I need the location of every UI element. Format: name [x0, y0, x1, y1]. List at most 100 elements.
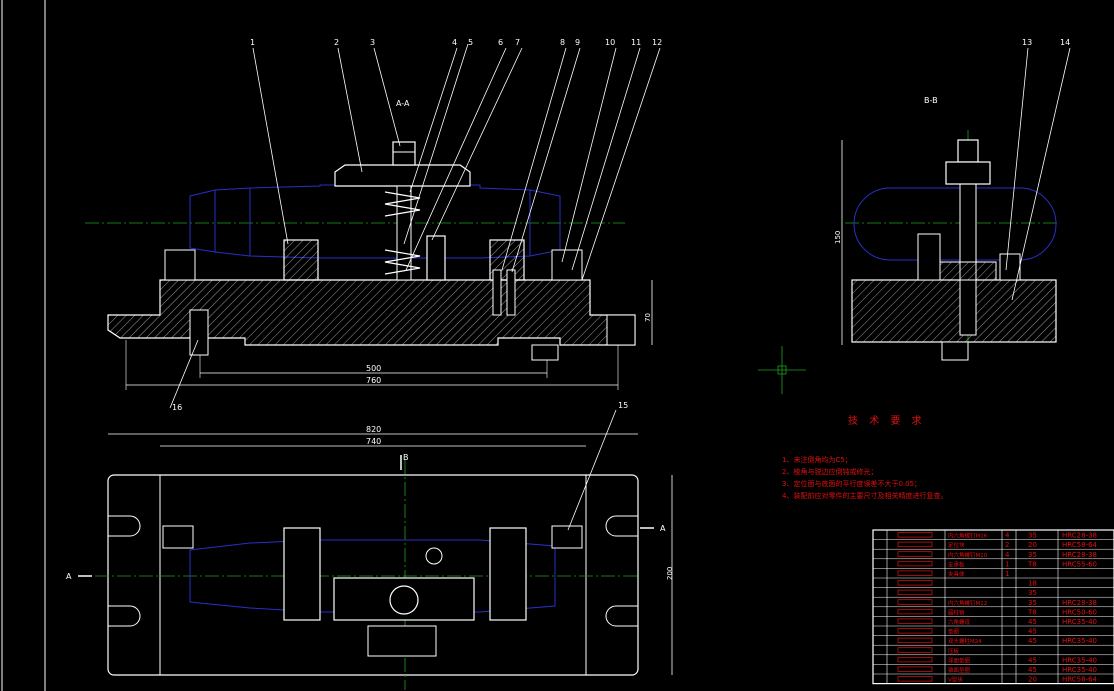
bom-material: 20 [1028, 676, 1037, 684]
v-block-bb [939, 261, 997, 281]
bom-name: 内六角螺钉M10 [948, 551, 988, 559]
balloon-13: 13 [1022, 38, 1032, 47]
screw-bottom-aa [189, 309, 209, 356]
leader-13 [1005, 47, 1029, 271]
bom-hardness: HRC35-40 [1062, 666, 1097, 674]
bom-qty: 1 [1005, 560, 1009, 568]
bom-name: 定位块 [948, 541, 965, 549]
bom-part-symbol [897, 541, 933, 548]
bom-material: T8 [1027, 608, 1037, 616]
bom-hardness: HRC28-38 [1062, 551, 1097, 559]
bom-part-symbol [897, 676, 933, 682]
bom-name: 双头螺柱M24 [948, 637, 982, 645]
bom-part-symbol [897, 570, 933, 576]
balloon-11: 11 [631, 38, 641, 47]
dim-200: 200 [666, 567, 674, 580]
balloon-12: 12 [652, 38, 662, 47]
stud-aa [396, 185, 412, 281]
bom-part-symbol [897, 666, 933, 672]
bom-hardness: HRC35-40 [1062, 637, 1097, 645]
bom-material: 35 [1028, 551, 1037, 559]
u-slot-tr [605, 515, 638, 537]
u-slot-br [605, 605, 638, 627]
bom-name: 压板 [948, 647, 960, 655]
dim-740: 740 [366, 437, 381, 446]
spring-aa [384, 191, 421, 275]
workpiece-bb [853, 187, 1057, 261]
dim-500: 500 [366, 364, 381, 373]
bom-qty: 1 [1005, 570, 1009, 578]
bom-hardness: HRC58-64 [1062, 541, 1098, 549]
bom-material: 35 [1028, 599, 1037, 607]
balloon-5: 5 [468, 38, 473, 47]
tech-note-2: 2、棱角与锐边应倒钝或修光； [782, 468, 878, 476]
stud-bb [959, 159, 977, 336]
balloon-15: 15 [618, 401, 628, 410]
nut-bb [957, 139, 979, 163]
bom-hardness: HRC58-64 [1062, 676, 1098, 684]
end-stop-right-aa [551, 249, 583, 281]
balloon-2: 2 [334, 38, 339, 47]
v-block-right-plan [489, 527, 527, 621]
tech-note-1: 1、未注倒角均为C5； [782, 456, 852, 464]
v-block-left-aa [283, 239, 319, 281]
dim-70: 70 [644, 313, 652, 322]
tech-note-4: 4、装配前应对零件的主要尺寸及相关精度进行复查。 [782, 492, 948, 500]
section-label-bb: B-B [924, 96, 938, 105]
dim-760: 760 [366, 376, 381, 385]
pin-right-aa [506, 269, 516, 316]
bom-part-symbol [897, 608, 933, 615]
bom-material: 35 [1028, 589, 1037, 597]
nut-top-aa [392, 141, 416, 166]
bom-material: 18 [1028, 580, 1037, 588]
v-block-left-plan [283, 527, 321, 621]
block-left-bb [917, 233, 941, 281]
tech-notes: 1、未注倒角均为C5； 2、棱角与锐边应倒钝或修光； 3、定位面与底面的平行度误… [782, 454, 947, 502]
bom-name: 内六角螺钉M12 [948, 599, 987, 607]
fixture-base-aa [107, 279, 636, 346]
balloon-7: 7 [515, 38, 520, 47]
bom-part-symbol [897, 551, 933, 557]
bom-part-symbol [897, 637, 933, 644]
leader-14 [1011, 47, 1071, 301]
bom-part-symbol [897, 580, 933, 586]
clamp-bb [945, 161, 991, 185]
bom-name: 夹具体 [948, 570, 965, 578]
bom-material: 20 [1028, 541, 1037, 549]
bom-name: 内六角螺钉M16 [948, 532, 988, 540]
section-view-aa: A-A 500 [85, 99, 653, 390]
u-slot-bl [108, 605, 141, 627]
support-block-aa [426, 235, 446, 281]
bom-part-symbol [897, 647, 933, 653]
key-plan [367, 625, 437, 657]
arrow-a-left: A [66, 572, 72, 581]
bom-name: 六角螺母 [948, 618, 971, 626]
bom-hardness: HRC55-60 [1062, 560, 1097, 568]
balloon-8: 8 [560, 38, 565, 47]
section-label-aa: A-A [396, 99, 410, 108]
bom-material: 45 [1028, 666, 1037, 674]
bom-hardness: HRC28-38 [1062, 532, 1097, 540]
bom-part-symbol [897, 599, 933, 605]
bom-part-symbol [897, 560, 933, 567]
bom-name: V型块 [948, 676, 963, 684]
bom-material: 35 [1028, 532, 1037, 540]
pin-left-aa [492, 269, 502, 316]
bom-part-symbol [897, 589, 933, 596]
bom-part-symbol [897, 532, 933, 538]
balloon-6: 6 [498, 38, 503, 47]
bom-part-symbol [897, 628, 933, 634]
balloon-14: 14 [1060, 38, 1070, 47]
end-stop-left-plan [162, 525, 194, 549]
dim-820: 820 [366, 425, 381, 434]
pin-bb [999, 253, 1021, 281]
clamp-plate-aa [334, 164, 471, 187]
bom-material: 45 [1028, 637, 1037, 645]
bom-qty: 4 [1005, 532, 1010, 540]
bom-name: 球面垫圈 [948, 656, 971, 664]
clamp-plan [333, 577, 475, 621]
tech-title: 技 术 要 求 [848, 416, 926, 427]
section-view-bb: B-B 150 13 14 [834, 38, 1071, 361]
bom-part-symbol [897, 656, 933, 663]
